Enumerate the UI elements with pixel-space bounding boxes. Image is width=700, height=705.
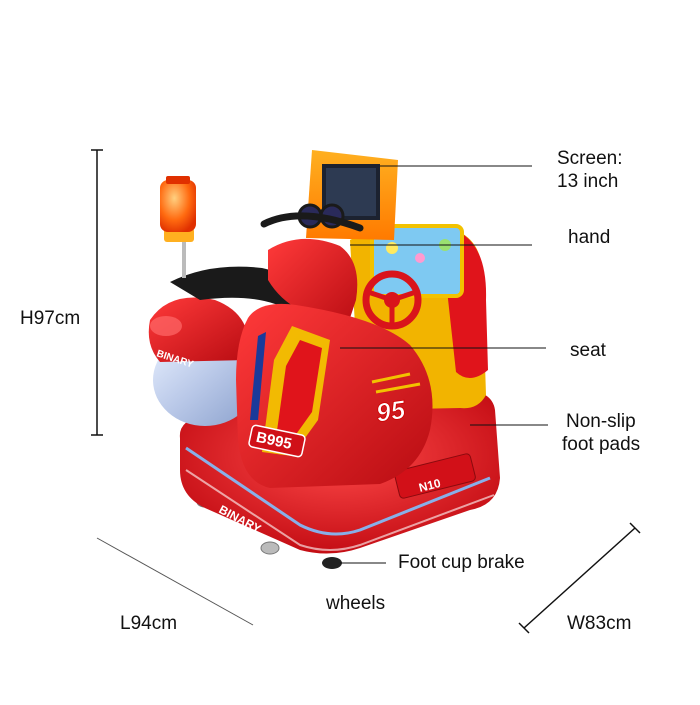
steering-wheel <box>362 270 422 330</box>
wheels-callout: wheels <box>326 593 386 614</box>
seat-callout: seat <box>570 340 606 361</box>
height-label: H97cm <box>20 308 81 329</box>
main-body <box>236 238 433 488</box>
hand-callout: hand <box>568 227 611 248</box>
warning-lamp <box>160 176 196 278</box>
screen-callout-line2: 13 inch <box>557 171 619 192</box>
callout-lines <box>340 165 548 564</box>
height-dimension-line <box>91 149 103 436</box>
front-chrome-pod <box>148 297 257 426</box>
brake-callout: Foot cup brake <box>398 552 525 573</box>
length-label: L94cm <box>120 613 178 634</box>
width-dimension-line <box>518 522 641 634</box>
screen-callout-line1: Screen: <box>557 148 623 169</box>
foot-pads-callout-line2: foot pads <box>562 434 641 455</box>
width-label: W83cm <box>567 613 632 634</box>
body-number-text: 95 <box>374 394 407 428</box>
length-dimension-line <box>96 537 254 626</box>
foot-pads-callout-line1: Non-slip <box>566 411 636 432</box>
body-stripe-accent <box>371 372 421 394</box>
speedometer-dials <box>260 203 364 232</box>
base-side-text: N10 <box>417 476 442 495</box>
